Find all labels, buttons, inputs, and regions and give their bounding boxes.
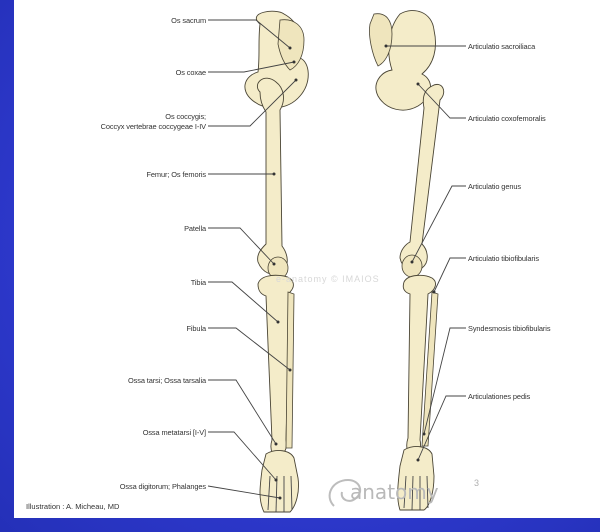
label-coccyx: Coccyx vertebrae coccygeae I-IV [101,122,206,131]
logo-superscript: 3 [474,478,479,488]
watermark: e-anatomy © IMAIOS [276,274,380,284]
label-articulatio-tibiofibularis: Articulatio tibiofibularis [468,254,539,263]
right-os-sacrum [369,14,392,66]
label-os-coxae: Os coxae [176,68,206,77]
label-ossa-digitorum: Ossa digitorum; Phalanges [120,482,206,491]
left-foot-bones [260,451,299,512]
label-articulatio-genus: Articulatio genus [468,182,521,191]
left-femur [257,78,287,274]
illustration-credit: Illustration : A. Micheau, MD [26,502,119,511]
right-leg-bones [369,11,443,510]
right-patella [402,255,422,277]
label-articulatio-coxofemoralis: Articulatio coxofemoralis [468,114,546,123]
label-os-sacrum: Os sacrum [171,16,206,25]
label-articulatio-sacroiliaca: Articulatio sacroiliaca [468,42,535,51]
label-fibula: Fibula [186,324,206,333]
left-leg-bones [245,11,308,512]
label-ossa-tarsi: Ossa tarsi; Ossa tarsalia [128,376,206,385]
diagram-panel: Os sacrum Os coxae Os coccygis; Coccyx v… [14,0,600,518]
label-os-coccygis: Os coccygis; [165,112,206,121]
label-femur: Femur; Os femoris [147,170,207,179]
label-articulationes-pedis: Articulationes pedis [468,392,530,401]
label-patella: Patella [184,224,206,233]
label-tibia: Tibia [191,278,206,287]
label-ossa-metatarsi: Ossa metatarsi [I-V] [143,428,206,437]
label-syndesmosis-tibiofibularis: Syndesmosis tibiofibularis [468,324,550,333]
logo-text: anatomy [350,480,439,504]
